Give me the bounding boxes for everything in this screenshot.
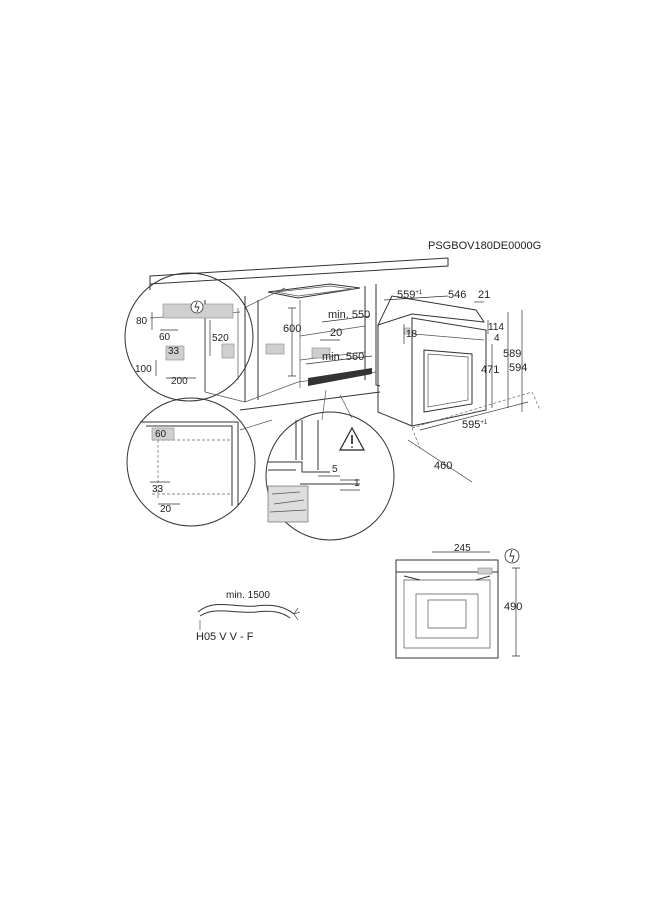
cable-drawing: min. 1500 H05 V V - F [196, 590, 301, 643]
dim-4: 4 [494, 333, 500, 344]
cable-length: min. 1500 [226, 590, 270, 601]
corner-dim-33: 33 [152, 484, 164, 495]
power-plug-icon [190, 300, 204, 314]
rear-dim-490: 490 [504, 601, 522, 613]
corner-dim-60: 60 [155, 429, 167, 440]
dim-559: 559+1 [397, 289, 423, 301]
dim-471: 471 [481, 364, 499, 376]
dim-589: 589 [503, 348, 521, 360]
dim-min-550: min. 550 [328, 309, 370, 321]
oven-drawing: 559+1 546 21 18 114 4 471 589 594 595+1 … [377, 289, 541, 483]
dim-20: 20 [330, 327, 342, 339]
dim-520: 520 [212, 333, 229, 344]
model-code: PSGBOV180DE0000G [428, 240, 541, 252]
dim-33: 33 [168, 346, 180, 357]
dim-min-560: min. 560 [322, 351, 364, 363]
rear-view-drawing: 245 490 [395, 543, 522, 659]
detail-corner-circle: 60 33 20 [126, 397, 256, 527]
dim-594: 594 [509, 362, 527, 374]
power-plug-icon [504, 548, 520, 564]
dim-21: 21 [478, 289, 490, 301]
dim-114: 114 [488, 322, 504, 333]
warning-triangle-icon [338, 426, 366, 451]
corner-dim-20: 20 [160, 504, 172, 515]
dim-200: 200 [171, 376, 188, 387]
gap-dim-1: 1 [354, 478, 360, 489]
dim-100: 100 [135, 364, 152, 375]
detail-gap-circle: 5 1 [265, 411, 395, 541]
rear-dim-245: 245 [454, 543, 471, 554]
dim-18: 18 [406, 329, 418, 340]
dim-546: 546 [448, 289, 466, 301]
dim-60: 60 [159, 332, 171, 343]
cabinet-drawing: 600 min. 550 20 min. 560 [149, 257, 449, 431]
dim-80: 80 [136, 316, 148, 327]
dim-595: 595+1 [462, 419, 488, 431]
dim-460: 460 [434, 460, 452, 472]
cable-type: H05 V V - F [196, 631, 254, 643]
detail-socket-circle: 80 60 520 33 100 200 [124, 272, 254, 402]
dim-600: 600 [283, 323, 301, 335]
gap-dim-5: 5 [332, 464, 338, 475]
